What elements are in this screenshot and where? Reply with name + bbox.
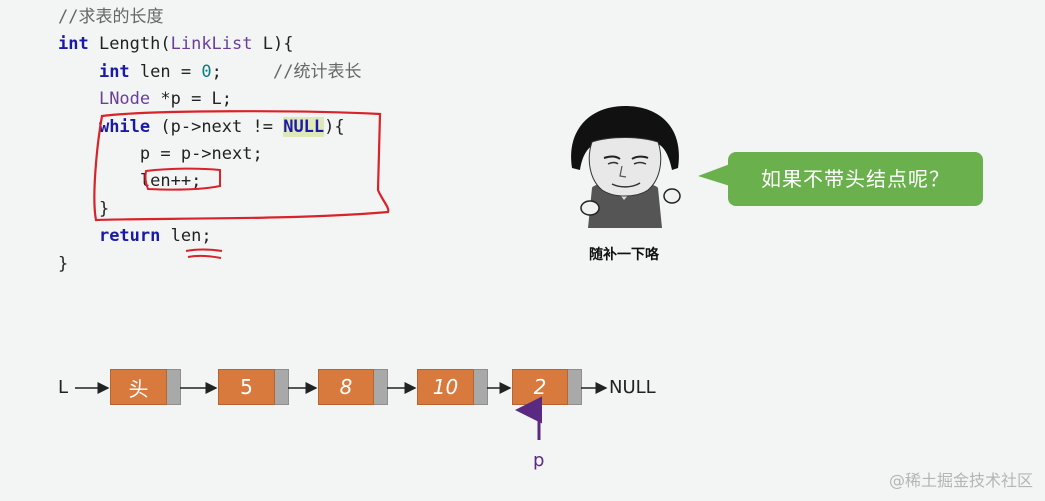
node-value: 8 [318,369,374,405]
meme-character [571,106,681,228]
node-pointer-field [275,369,289,405]
code-line-increment: len++; [139,171,202,192]
node-pointer-field [474,369,488,405]
meme-caption: 随补一下咯 [589,247,659,263]
node-pointer-field [374,369,388,405]
code-block: //求表的长度 int Length(LinkList L){ int len … [58,4,361,278]
code-line-comment: //求表的长度 [58,7,164,27]
node-pointer-field [167,369,181,405]
code-line-len-decl: int len = 0; //统计表长 [98,61,362,82]
code-line-p-decl: LNode *p = L; [98,89,233,110]
code-line-while-close: } [98,198,110,219]
speech-bubble: 如果不带头结点呢？ [728,152,983,206]
code-line-signature: int Length(LinkList L){ [58,34,294,55]
list-node: 5 [218,369,289,405]
bubble-tail [698,164,730,186]
meme-right-hand [663,188,681,204]
code-line-advance: p = p->next; [139,143,263,164]
code-line-while: while (p->next != NULL){ [98,116,345,137]
node-value: 2 [512,369,568,405]
list-node: 10 [417,369,488,405]
list-node: 8 [318,369,388,405]
node-value: 头 [110,369,167,405]
node-pointer-field [568,369,582,405]
list-node-head: 头 [110,369,181,405]
meme-face [588,137,662,197]
list-head-label: L [58,377,69,398]
list-node-last: 2 [512,369,582,405]
null-label: NULL [609,377,656,398]
meme-left-hand [580,200,600,216]
watermark: @稀土掘金技术社区 [888,471,1033,490]
pointer-p-label: p [533,450,545,471]
node-value: 5 [218,369,275,405]
node-value: 10 [417,369,474,405]
code-line-fn-close: } [58,253,69,274]
code-line-return: return len; [98,226,212,247]
